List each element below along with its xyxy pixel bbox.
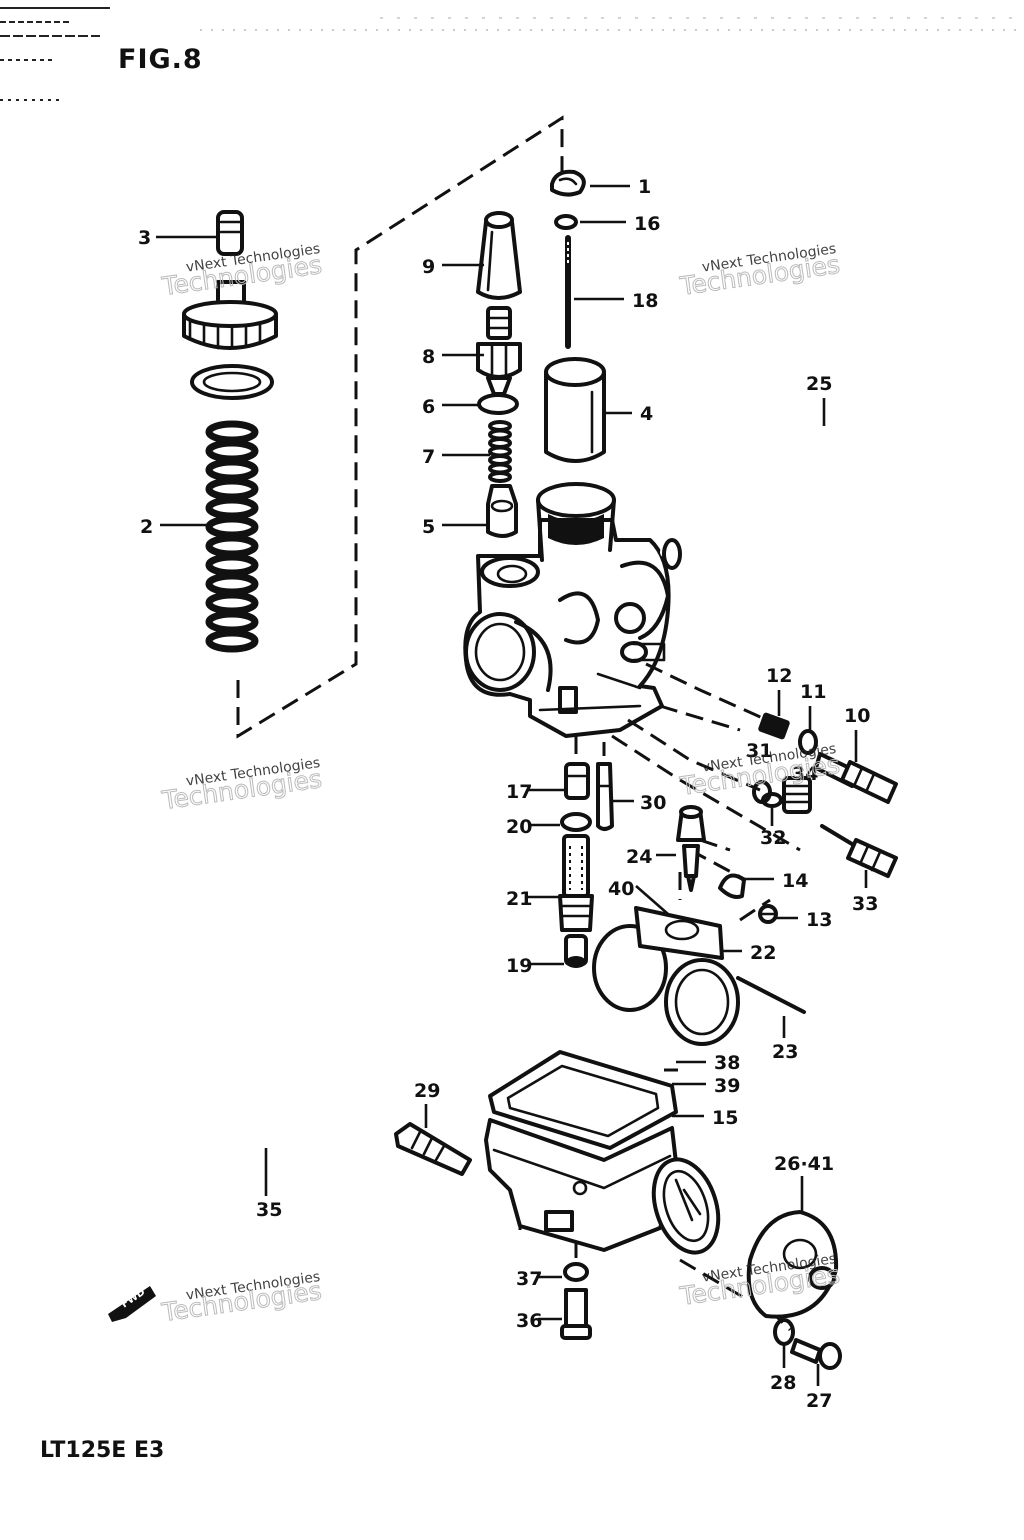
part-4-throttle-valve (544, 357, 606, 463)
callout-23: 23 (772, 1041, 798, 1063)
leader-line-40 (635, 885, 669, 915)
model-code: LT125E E3 (40, 1438, 165, 1463)
callout-20: 20 (506, 816, 532, 838)
part-34-spring (782, 776, 812, 814)
part-top-cap (182, 280, 278, 350)
part-1-clip (550, 169, 586, 197)
part-32-washer (761, 792, 783, 808)
callout-36: 36 (516, 1310, 542, 1332)
callout-26-41: 26·41 (774, 1153, 834, 1175)
part-25-fuel-hose (660, 376, 946, 570)
part-8-starter-plunger-nut (476, 306, 522, 396)
part-11-o-ring (798, 729, 818, 755)
callout-13: 13 (806, 909, 832, 931)
callout-29: 29 (414, 1080, 440, 1102)
part-33-air-screw (820, 824, 898, 878)
callout-3: 3 (138, 227, 151, 249)
part-9-cap-boot (476, 211, 522, 300)
callout-24: 24 (626, 846, 652, 868)
part-12-spring (758, 712, 790, 740)
part-16-needle-clip (554, 214, 578, 230)
part-28-washer (773, 1318, 795, 1346)
callout-30: 30 (640, 792, 666, 814)
part-cap-gasket (190, 364, 274, 400)
part-15-float-chamber-gasket (488, 1050, 678, 1150)
callout-38: 38 (714, 1052, 740, 1074)
part-36-screw (560, 1288, 592, 1340)
part-2-throttle-spring (205, 420, 259, 653)
part-13-screw (758, 904, 778, 924)
forward-direction-arrow: FWD (108, 1286, 156, 1322)
callout-2: 2 (140, 516, 153, 538)
part-23-float-pin (736, 976, 806, 1014)
float-chamber-bowl (484, 1118, 680, 1252)
part-6-o-ring (477, 393, 519, 415)
part-19-main-jet (564, 934, 588, 968)
part-35-drain-hose (135, 1105, 503, 1225)
callout-10: 10 (844, 705, 870, 727)
part-20-o-ring (560, 812, 592, 832)
callout-27: 27 (806, 1390, 832, 1412)
callout-16: 16 (634, 213, 660, 235)
part-17-needle-jet-holder (564, 762, 590, 800)
callout-19: 19 (506, 955, 532, 977)
callout-7: 7 (422, 446, 435, 468)
callout-21: 21 (506, 888, 532, 910)
callout-22: 22 (750, 942, 776, 964)
part-24-needle-valve (676, 805, 706, 892)
callout-35: 35 (256, 1199, 282, 1221)
callout-40: 40 (608, 878, 634, 900)
part-5-starter-plunger (486, 484, 518, 538)
callout-6: 6 (422, 396, 435, 418)
part-3-cable-adjuster (216, 210, 244, 256)
part-7-starter-spring (488, 420, 512, 483)
callout-32: 32 (760, 827, 786, 849)
callout-5: 5 (422, 516, 435, 538)
callout-leaders (156, 184, 868, 1386)
callout-8: 8 (422, 346, 435, 368)
part-29-drain-plug (394, 1122, 472, 1176)
callout-4: 4 (640, 403, 653, 425)
callout-25: 25 (806, 373, 832, 395)
callout-9: 9 (422, 256, 435, 278)
scan-noise (0, 7, 1024, 101)
part-21-needle-jet (558, 834, 594, 932)
callout-14: 14 (782, 870, 808, 892)
callout-39: 39 (714, 1075, 740, 1097)
part-30-pilot-jet (596, 762, 614, 831)
callout-11: 11 (800, 681, 826, 703)
callout-17: 17 (506, 781, 532, 803)
callout-1: 1 (638, 176, 651, 198)
part-26-41-accelerator-pump-cover (651, 1157, 839, 1319)
callout-31: 31 (746, 740, 772, 762)
callout-37: 37 (516, 1268, 542, 1290)
callout-12: 12 (766, 665, 792, 687)
part-10-throttle-stop-screw (814, 752, 898, 804)
part-22-float (592, 906, 740, 1046)
callout-33: 33 (852, 893, 878, 915)
part-14-float-pin-holder (718, 873, 746, 899)
carburetor-body (463, 482, 671, 738)
callout-34: 34 (792, 763, 818, 785)
part-27-screw (790, 1338, 842, 1370)
figure-title: FIG.8 (118, 44, 203, 75)
callout-28: 28 (770, 1372, 796, 1394)
part-37-washer (563, 1262, 589, 1282)
callout-15: 15 (712, 1107, 738, 1129)
callout-labels: 1234567891011121314151617181920212223242… (138, 176, 878, 1412)
callout-18: 18 (632, 290, 658, 312)
